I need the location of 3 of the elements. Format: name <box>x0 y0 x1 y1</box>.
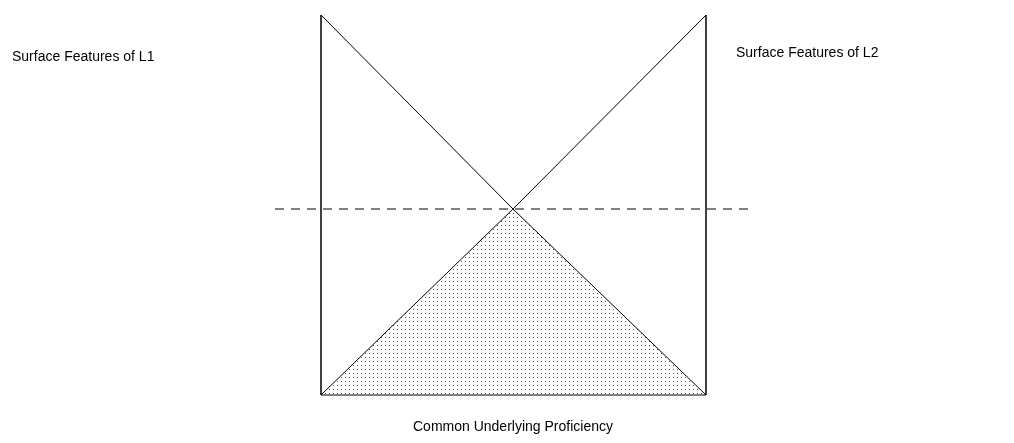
diagram-label: Common Underlying Proficiency <box>413 418 613 434</box>
diagram-label: Surface Features of L1 <box>12 48 155 64</box>
diagram-label: Surface Features of L2 <box>736 44 879 60</box>
